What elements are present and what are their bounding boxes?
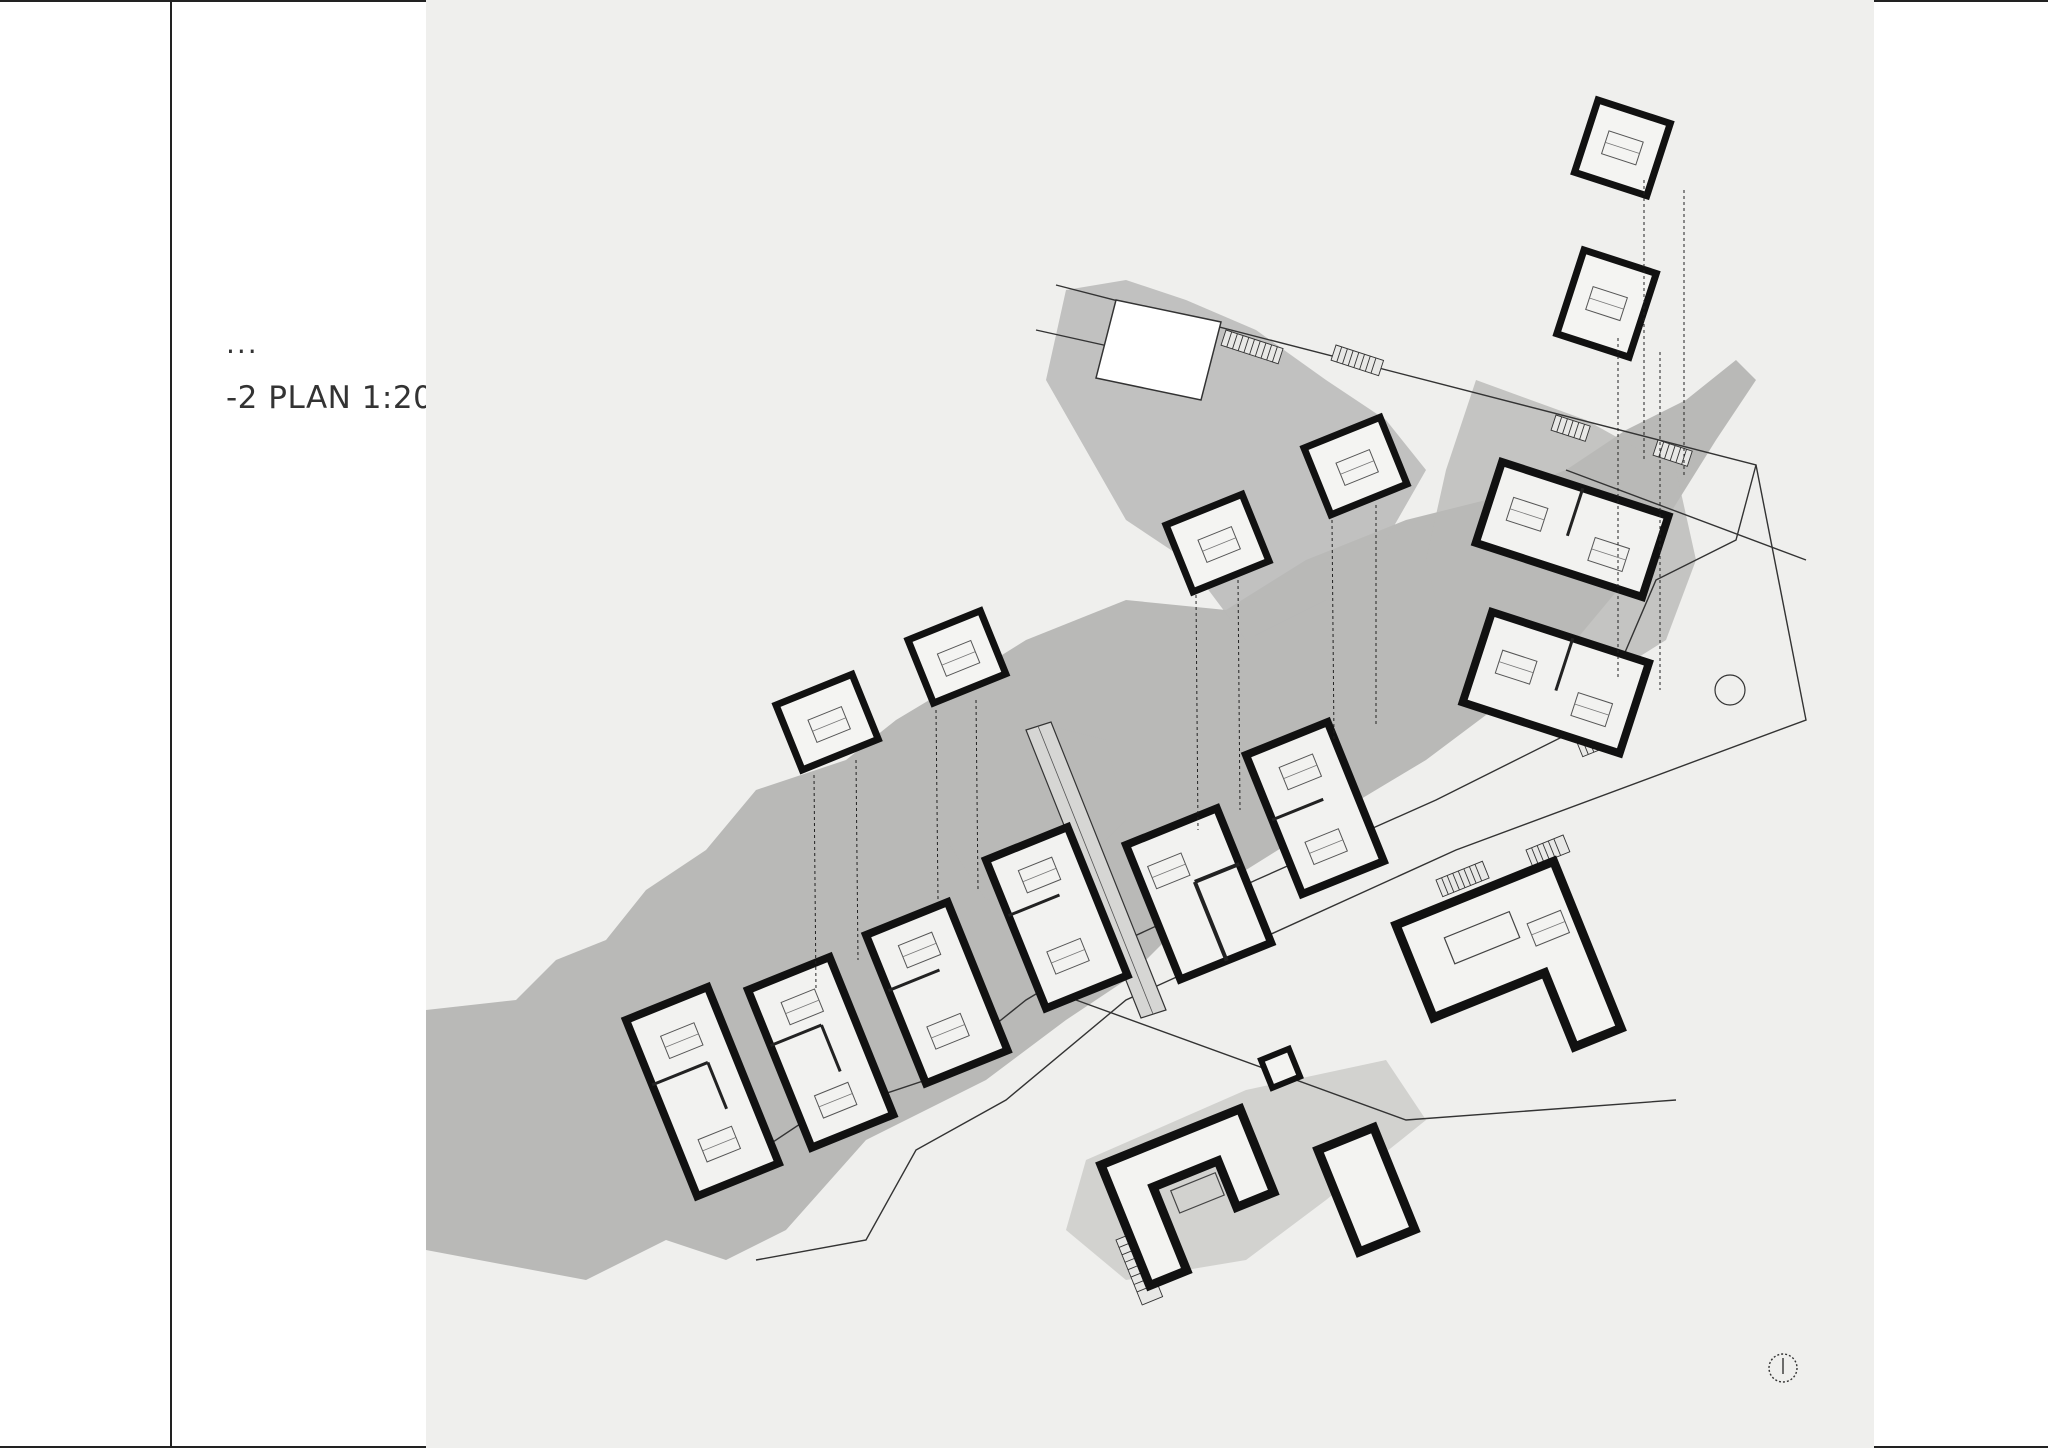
module-e: [1552, 245, 1661, 362]
circular-feature: [1714, 674, 1746, 706]
north-arrow-icon: [1768, 1353, 1798, 1383]
frame-bottom-edge: [0, 1446, 426, 1448]
module-a: [771, 669, 883, 775]
unit-lower-5: [1120, 803, 1277, 985]
unit-lower-4: [980, 821, 1133, 1014]
unit-lower-2: [742, 951, 899, 1153]
floor-plan-drawing: [426, 0, 1874, 1448]
unit-lower-3: [860, 896, 1013, 1089]
communal-building: [1095, 855, 1627, 1292]
unit-lower-6: [1240, 716, 1389, 900]
courtyard-box: [1095, 299, 1222, 401]
projection-lines: [813, 180, 1685, 991]
sheet-title-block: ... -2 PLAN 1:200: [226, 327, 454, 417]
frame-right-top-edge: [1874, 0, 2048, 2]
module-b: [903, 606, 1011, 708]
frame-top-edge: [0, 0, 426, 2]
plan-title: -2 PLAN 1:200: [226, 380, 454, 416]
title-dots: ...: [226, 327, 259, 360]
floor-plan-svg: [426, 95, 1807, 1383]
unit-upper-right-2: [1457, 606, 1654, 759]
module-f: [1570, 95, 1675, 201]
unit-lower-1: [620, 981, 784, 1202]
module-d: [1299, 412, 1412, 520]
projected-modules: [771, 95, 1675, 775]
unit-upper-right-1: [1470, 456, 1674, 602]
module-c: [1161, 489, 1274, 597]
frame-left-margin-line: [170, 0, 172, 1448]
frame-right-bottom-edge: [1874, 1446, 2048, 1448]
lower-units: [620, 456, 1674, 1202]
